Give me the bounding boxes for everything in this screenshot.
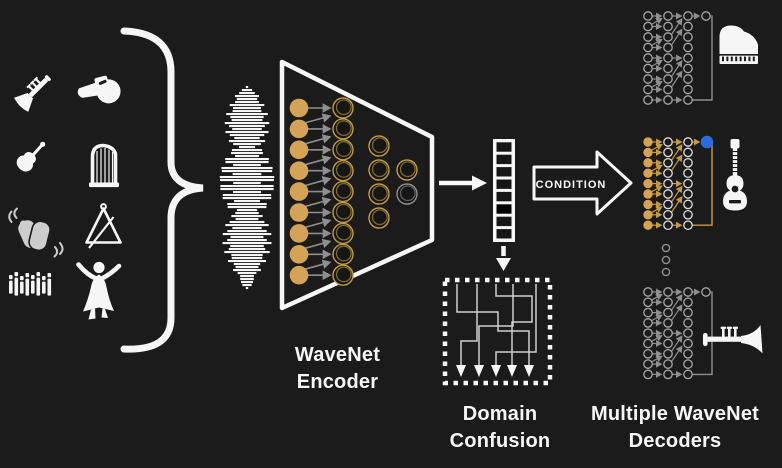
decoders-label: Multiple WaveNet Decoders (590, 403, 760, 452)
decoder-network-guitar (643, 135, 714, 231)
piano-icon (719, 25, 758, 64)
embedding-vector (493, 139, 515, 242)
harp-icon (89, 143, 119, 188)
encoder-network (289, 97, 418, 286)
arrow-embedding-to-domain (496, 246, 511, 271)
encoder-trapezoid (279, 59, 435, 311)
guitar-icon (723, 139, 747, 211)
decoder-network-piano (643, 11, 713, 105)
whistle-icon (77, 75, 121, 104)
condition-label: CONDITION (536, 179, 607, 191)
domain-confusion-network (456, 284, 537, 366)
domain-confusion-box (442, 277, 553, 386)
domain-confusion-label: Domain Confusion (449, 403, 551, 452)
clapping-hands-icon (8, 207, 64, 258)
triangle-icon (85, 203, 122, 249)
grouping-brace (120, 27, 204, 353)
more-decoders-ellipsis (661, 243, 671, 277)
encoder-label: WaveNet Encoder (294, 344, 381, 393)
active-output-dot (700, 135, 714, 149)
audio-waveform (219, 86, 275, 290)
trumpet-icon (14, 75, 51, 112)
domain-confusion-arrowheads (456, 365, 534, 377)
violin-icon (16, 141, 46, 172)
condition-arrow: CONDITION (532, 150, 633, 216)
dancer-icon (76, 261, 122, 320)
xylophone-icon (9, 272, 52, 296)
arrow-encoder-to-embedding (439, 175, 487, 191)
trumpet2-icon (703, 325, 763, 354)
decoder-network-trumpet (643, 287, 713, 380)
